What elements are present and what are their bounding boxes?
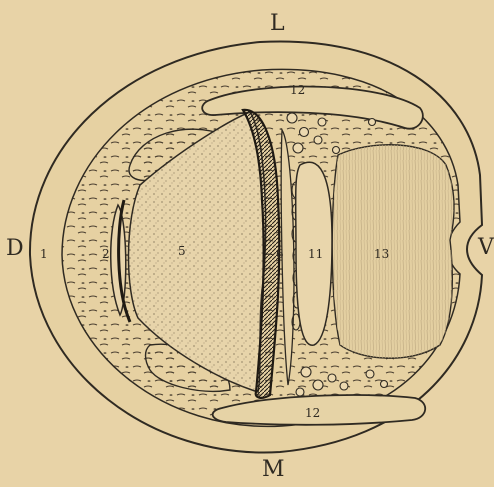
label-13: 13 [374,247,389,261]
structure-13 [332,145,454,358]
label-12-bottom: 12 [305,406,320,420]
label-6: 6 [276,247,284,261]
label-top: L [270,11,285,36]
label-1: 1 [40,247,48,261]
label-left: D [6,236,24,261]
label-12-top: 12 [290,83,305,97]
label-bottom: M [262,457,285,482]
label-11: 11 [308,247,323,261]
label-right: V [477,235,494,260]
label-2: 2 [102,247,110,261]
label-5: 5 [178,244,186,258]
